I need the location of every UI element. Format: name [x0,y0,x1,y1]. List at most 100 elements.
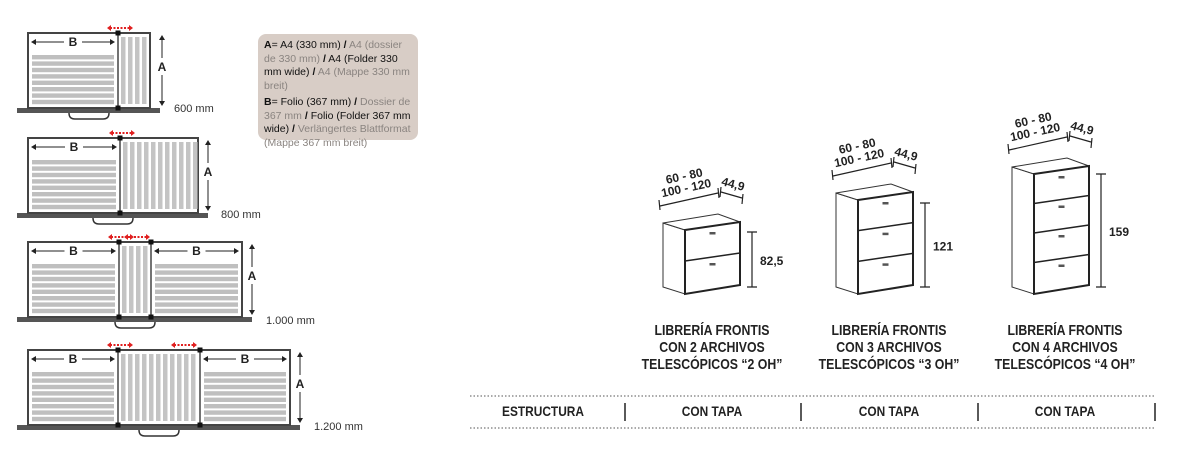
drawer-handle-icon [709,263,716,266]
depth-dimension [1068,130,1093,149]
file-stripe [155,270,238,275]
drawer-size-label: 600 mm [174,103,214,115]
file-stripe [151,142,156,209]
file-stripe [155,276,238,282]
depth-label: 44,9 [1069,118,1095,138]
legend-b-key: B [264,96,272,108]
file-stripe [204,391,286,396]
file-stripe [32,289,115,294]
file-stripe [32,384,114,390]
base-bar [17,317,252,322]
file-stripe [172,142,177,209]
hinge [116,314,122,320]
file-stripe [155,308,238,314]
height-label: 82,5 [760,254,784,268]
drawer-handle-icon [882,263,889,266]
file-stripe [32,166,116,171]
depth-dimension [719,186,744,205]
file-stripe [32,74,114,79]
legend-a-value: = A4 (330 mm) [271,39,341,51]
file-stripe [32,404,114,409]
cabinet-front [1033,164,1090,296]
legend-b-es: Dossier de 367 mm [264,96,411,122]
hinge [115,105,121,111]
hinge [148,239,154,245]
handle-icon [114,321,156,329]
file-stripe [158,142,163,209]
drawer-handle-icon [882,202,889,205]
file-stripe [155,296,238,301]
red-arrow-icon [107,342,133,348]
drawer-diagram: BA [17,25,167,120]
cabinet-side [662,222,686,295]
legend-b-de: Verlängertes Blattformat (Mappe 367 mm b… [264,123,411,149]
file-stripe [121,37,126,104]
file-stripe [32,55,114,60]
label-a: A [204,165,213,179]
drawer-handle-icon [1058,176,1065,179]
file-stripe [32,80,114,85]
file-stripe [156,354,161,421]
file-stripe [142,354,147,421]
height-label: 159 [1109,225,1129,239]
legend-a-de: A4 (Mappe 330 mm breit) [264,66,410,92]
width-dimension [1007,131,1069,155]
handle-icon [92,217,134,225]
file-stripe [32,264,115,269]
file-stripe [32,276,115,282]
file-stripe [129,246,134,313]
hinge [117,135,123,141]
file-stripe [122,246,127,313]
file-stripe [170,354,175,421]
label-b: B [69,352,78,366]
file-stripe [165,142,170,209]
red-arrow-icon [109,130,135,136]
file-stripe [32,198,116,203]
label-b: B [192,244,201,258]
file-stripe [155,264,238,269]
file-stripe [149,354,154,421]
file-stripe [193,142,198,209]
base-bar [17,213,208,218]
label-b: B [70,140,79,154]
file-stripe [144,142,149,209]
hinge [115,422,121,428]
file-stripe [32,283,115,288]
file-stripe [191,354,196,421]
hinge [115,30,121,36]
file-stripe [204,384,286,390]
table-cell: CON TAPA [1034,403,1096,419]
legend-a-key: A [264,39,272,51]
file-stripe [204,372,286,377]
file-stripe [32,99,114,105]
file-stripe [155,302,238,307]
hinge [148,314,154,320]
legend-a-en: A4 (Folder 330 mm wide) [264,52,398,79]
table-cell: CON TAPA [681,403,743,419]
label-b: B [241,352,250,366]
file-stripe [32,302,115,307]
drawer-handle-icon [1058,205,1065,208]
label-b: B [69,35,78,49]
width-dimension [658,187,720,211]
file-stripe [136,246,141,313]
file-stripe [32,93,114,98]
legend-b-en: Folio (Folder 367 mm wide) [264,109,411,136]
depth-dimension [892,156,917,175]
legend-b-value: = Folio (367 mm) [271,96,352,108]
file-stripe [32,192,116,197]
cabinet-side [835,192,859,295]
file-stripe [204,378,286,383]
drawer-handle-icon [709,232,716,235]
file-stripe [32,270,115,275]
file-stripe [135,37,140,104]
cabinet-side [1011,166,1035,295]
red-arrow-icon [171,342,197,348]
height-label: 121 [933,240,953,254]
file-stripe [32,397,114,402]
file-stripe [32,296,115,301]
red-arrow-icon [124,234,150,240]
red-arrow-icon [108,234,134,240]
